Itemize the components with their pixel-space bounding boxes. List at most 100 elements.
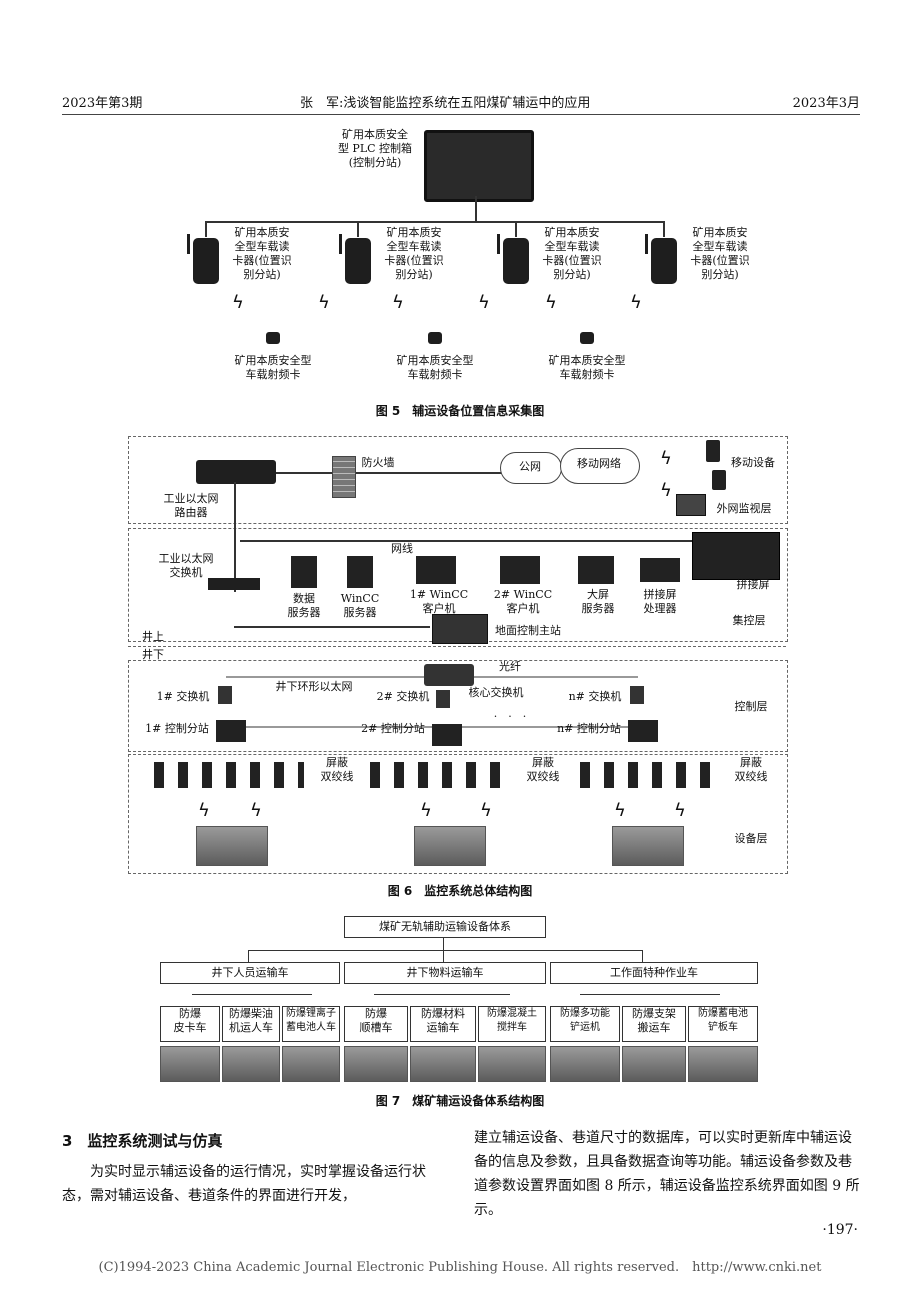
data-server-label: 数据 服务器 xyxy=(287,592,321,619)
figure-7: 煤矿无轨辅助运输设备体系 井下人员运输车 井下物料运输车 工作面特种作业车 防爆… xyxy=(160,916,758,1108)
truck-image-2 xyxy=(414,826,486,866)
wincc-server-label: WinCC 服务器 xyxy=(340,592,380,619)
wireless-icon: ϟ xyxy=(478,292,490,313)
tree-leaf-8: 防爆支架 搬运车 xyxy=(622,1006,686,1042)
core-switch-icon xyxy=(424,664,474,686)
switch-icon xyxy=(630,686,644,704)
switch-1-label: 1# 交换机 xyxy=(156,690,210,703)
page-number: ·197· xyxy=(822,1222,858,1238)
reader-device-3 xyxy=(503,238,529,284)
reader-device-4 xyxy=(651,238,677,284)
copyright-footer: (C)1994-2023 China Academic Journal Elec… xyxy=(98,1260,822,1275)
device-layer-label: 设备层 xyxy=(734,832,768,845)
firewall-label: 防火墙 xyxy=(361,456,395,469)
tree-leaf-7: 防爆多功能 铲运机 xyxy=(550,1006,620,1042)
processor-icon xyxy=(640,558,680,582)
screen-server-label: 大屏 服务器 xyxy=(581,588,615,615)
truck-image-1 xyxy=(196,826,268,866)
figure-5-caption: 图 5 辅运设备位置信息采集图 xyxy=(375,404,545,418)
tree-leaf-6: 防爆混凝土 搅拌车 xyxy=(478,1006,546,1042)
reader-device-2 xyxy=(345,238,371,284)
ground-station-label: 地面控制主站 xyxy=(495,624,561,637)
cloud-icon xyxy=(500,452,562,484)
server-icon xyxy=(347,556,373,588)
vehicle-photo-6 xyxy=(478,1046,546,1082)
laptop-icon xyxy=(676,494,706,516)
figure-7-caption: 图 7 煤矿辅运设备体系结构图 xyxy=(375,1094,545,1108)
mobile-device-label: 移动设备 xyxy=(731,456,775,469)
reader-label-1: 矿用本质安 全型车载读 卡器(位置识 别分站) xyxy=(232,226,292,281)
tree-group-2: 井下物料运输车 xyxy=(344,962,546,984)
router-icon xyxy=(196,460,276,484)
control-substation-icon xyxy=(432,724,462,746)
vehicle-photo-1 xyxy=(160,1046,220,1082)
wireless-icon: ϟ xyxy=(630,292,642,313)
rf-card-label-2: 矿用本质安全型 车载射频卡 xyxy=(396,354,474,381)
wireless-icon: ϟ xyxy=(480,800,492,821)
device-layer-box xyxy=(128,754,788,874)
phone-icon xyxy=(706,440,720,462)
netline-label: 网线 xyxy=(391,542,413,555)
vehicle-photo-2 xyxy=(222,1046,280,1082)
ring-network-label: 井下环形以太网 xyxy=(275,680,353,693)
vehicle-photo-3 xyxy=(282,1046,340,1082)
header-rule xyxy=(62,114,860,115)
firewall-icon xyxy=(332,456,356,498)
above-ground-label: 井上 xyxy=(142,630,164,643)
wireless-icon: ϟ xyxy=(660,448,672,469)
control-layer-label: 控制层 xyxy=(734,700,768,713)
wireless-icon: ϟ xyxy=(545,292,557,313)
cloud-icon xyxy=(560,448,640,484)
tree-leaf-5: 防爆材料 运输车 xyxy=(410,1006,476,1042)
ellipsis: · · · xyxy=(493,710,527,723)
tree-group-3: 工作面特种作业车 xyxy=(550,962,758,984)
rf-card-device-2 xyxy=(428,332,442,344)
figure-6-caption: 图 6 监控系统总体结构图 xyxy=(387,884,533,898)
core-switch-label: 核心交换机 xyxy=(468,686,524,699)
reader-device-1 xyxy=(193,238,219,284)
figure-5: 矿用本质安全 型 PLC 控制箱 (控制分站) 矿用本质安 全型车载读 卡器(位… xyxy=(0,0,920,430)
vehicle-photo-5 xyxy=(410,1046,476,1082)
substation-2-label: 2# 控制分站 xyxy=(361,722,425,735)
left-paragraph: 为实时显示辅运设备的运行情况，实时掌握设备运行状态，需对辅运设备、巷道条件的界面… xyxy=(62,1164,426,1204)
readers-group-2 xyxy=(370,762,510,788)
vehicle-photo-8 xyxy=(622,1046,686,1082)
tree-root: 煤矿无轨辅助运输设备体系 xyxy=(344,916,546,938)
splice-processor-label: 拼接屏 处理器 xyxy=(643,588,677,615)
tree-leaf-3: 防爆锂离子 蓄电池人车 xyxy=(282,1006,340,1042)
switch-icon xyxy=(208,578,260,590)
twisted-pair-label-2: 屏蔽 双绞线 xyxy=(526,756,560,783)
reader-label-4: 矿用本质安 全型车载读 卡器(位置识 别分站) xyxy=(690,226,750,281)
tree-leaf-4: 防爆 顺槽车 xyxy=(344,1006,408,1042)
twisted-pair-label-1: 屏蔽 双绞线 xyxy=(320,756,354,783)
external-layer-label: 外网监视层 xyxy=(716,502,772,515)
computer-icon xyxy=(578,556,614,584)
truck-image-3 xyxy=(612,826,684,866)
readers-group-1 xyxy=(154,762,304,788)
tree-leaf-1: 防爆 皮卡车 xyxy=(160,1006,220,1042)
substation-1-label: 1# 控制分站 xyxy=(145,722,209,735)
wireless-icon: ϟ xyxy=(674,800,686,821)
rf-card-label-3: 矿用本质安全型 车载射频卡 xyxy=(548,354,626,381)
wireless-icon: ϟ xyxy=(392,292,404,313)
figure-6: 工业以太网 路由器 防火墙 公网 移动网络 ϟ ϟ 移动设备 外网监视层 工业以… xyxy=(128,436,788,898)
server-icon xyxy=(291,556,317,588)
reader-label-3: 矿用本质安 全型车载读 卡器(位置识 别分站) xyxy=(542,226,602,281)
reader-bus-line xyxy=(205,221,665,223)
right-paragraph: 建立辅运设备、巷道尺寸的数据库，可以实时更新库中辅运设备的信息及参数，且具备数据… xyxy=(474,1130,860,1218)
external-layer-box xyxy=(128,436,788,524)
phone-icon xyxy=(712,470,726,490)
ground-station-icon xyxy=(432,614,488,644)
rf-card-label-1: 矿用本质安全型 车载射频卡 xyxy=(234,354,312,381)
plc-box-image xyxy=(424,130,534,202)
control-substation-icon xyxy=(216,720,246,742)
plc-label: 矿用本质安全 型 PLC 控制箱 (控制分站) xyxy=(337,128,413,169)
switch-label: 工业以太网 交换机 xyxy=(158,552,214,579)
section-heading: 3 监控系统测试与仿真 xyxy=(62,1132,223,1150)
wireless-icon: ϟ xyxy=(614,800,626,821)
wireless-icon: ϟ xyxy=(250,800,262,821)
vehicle-photo-7 xyxy=(550,1046,620,1082)
header-title: 张 军:浅谈智能监控系统在五阳煤矿辅运中的应用 xyxy=(300,96,591,111)
plc-drop-line xyxy=(475,196,477,222)
computer-icon xyxy=(500,556,540,584)
